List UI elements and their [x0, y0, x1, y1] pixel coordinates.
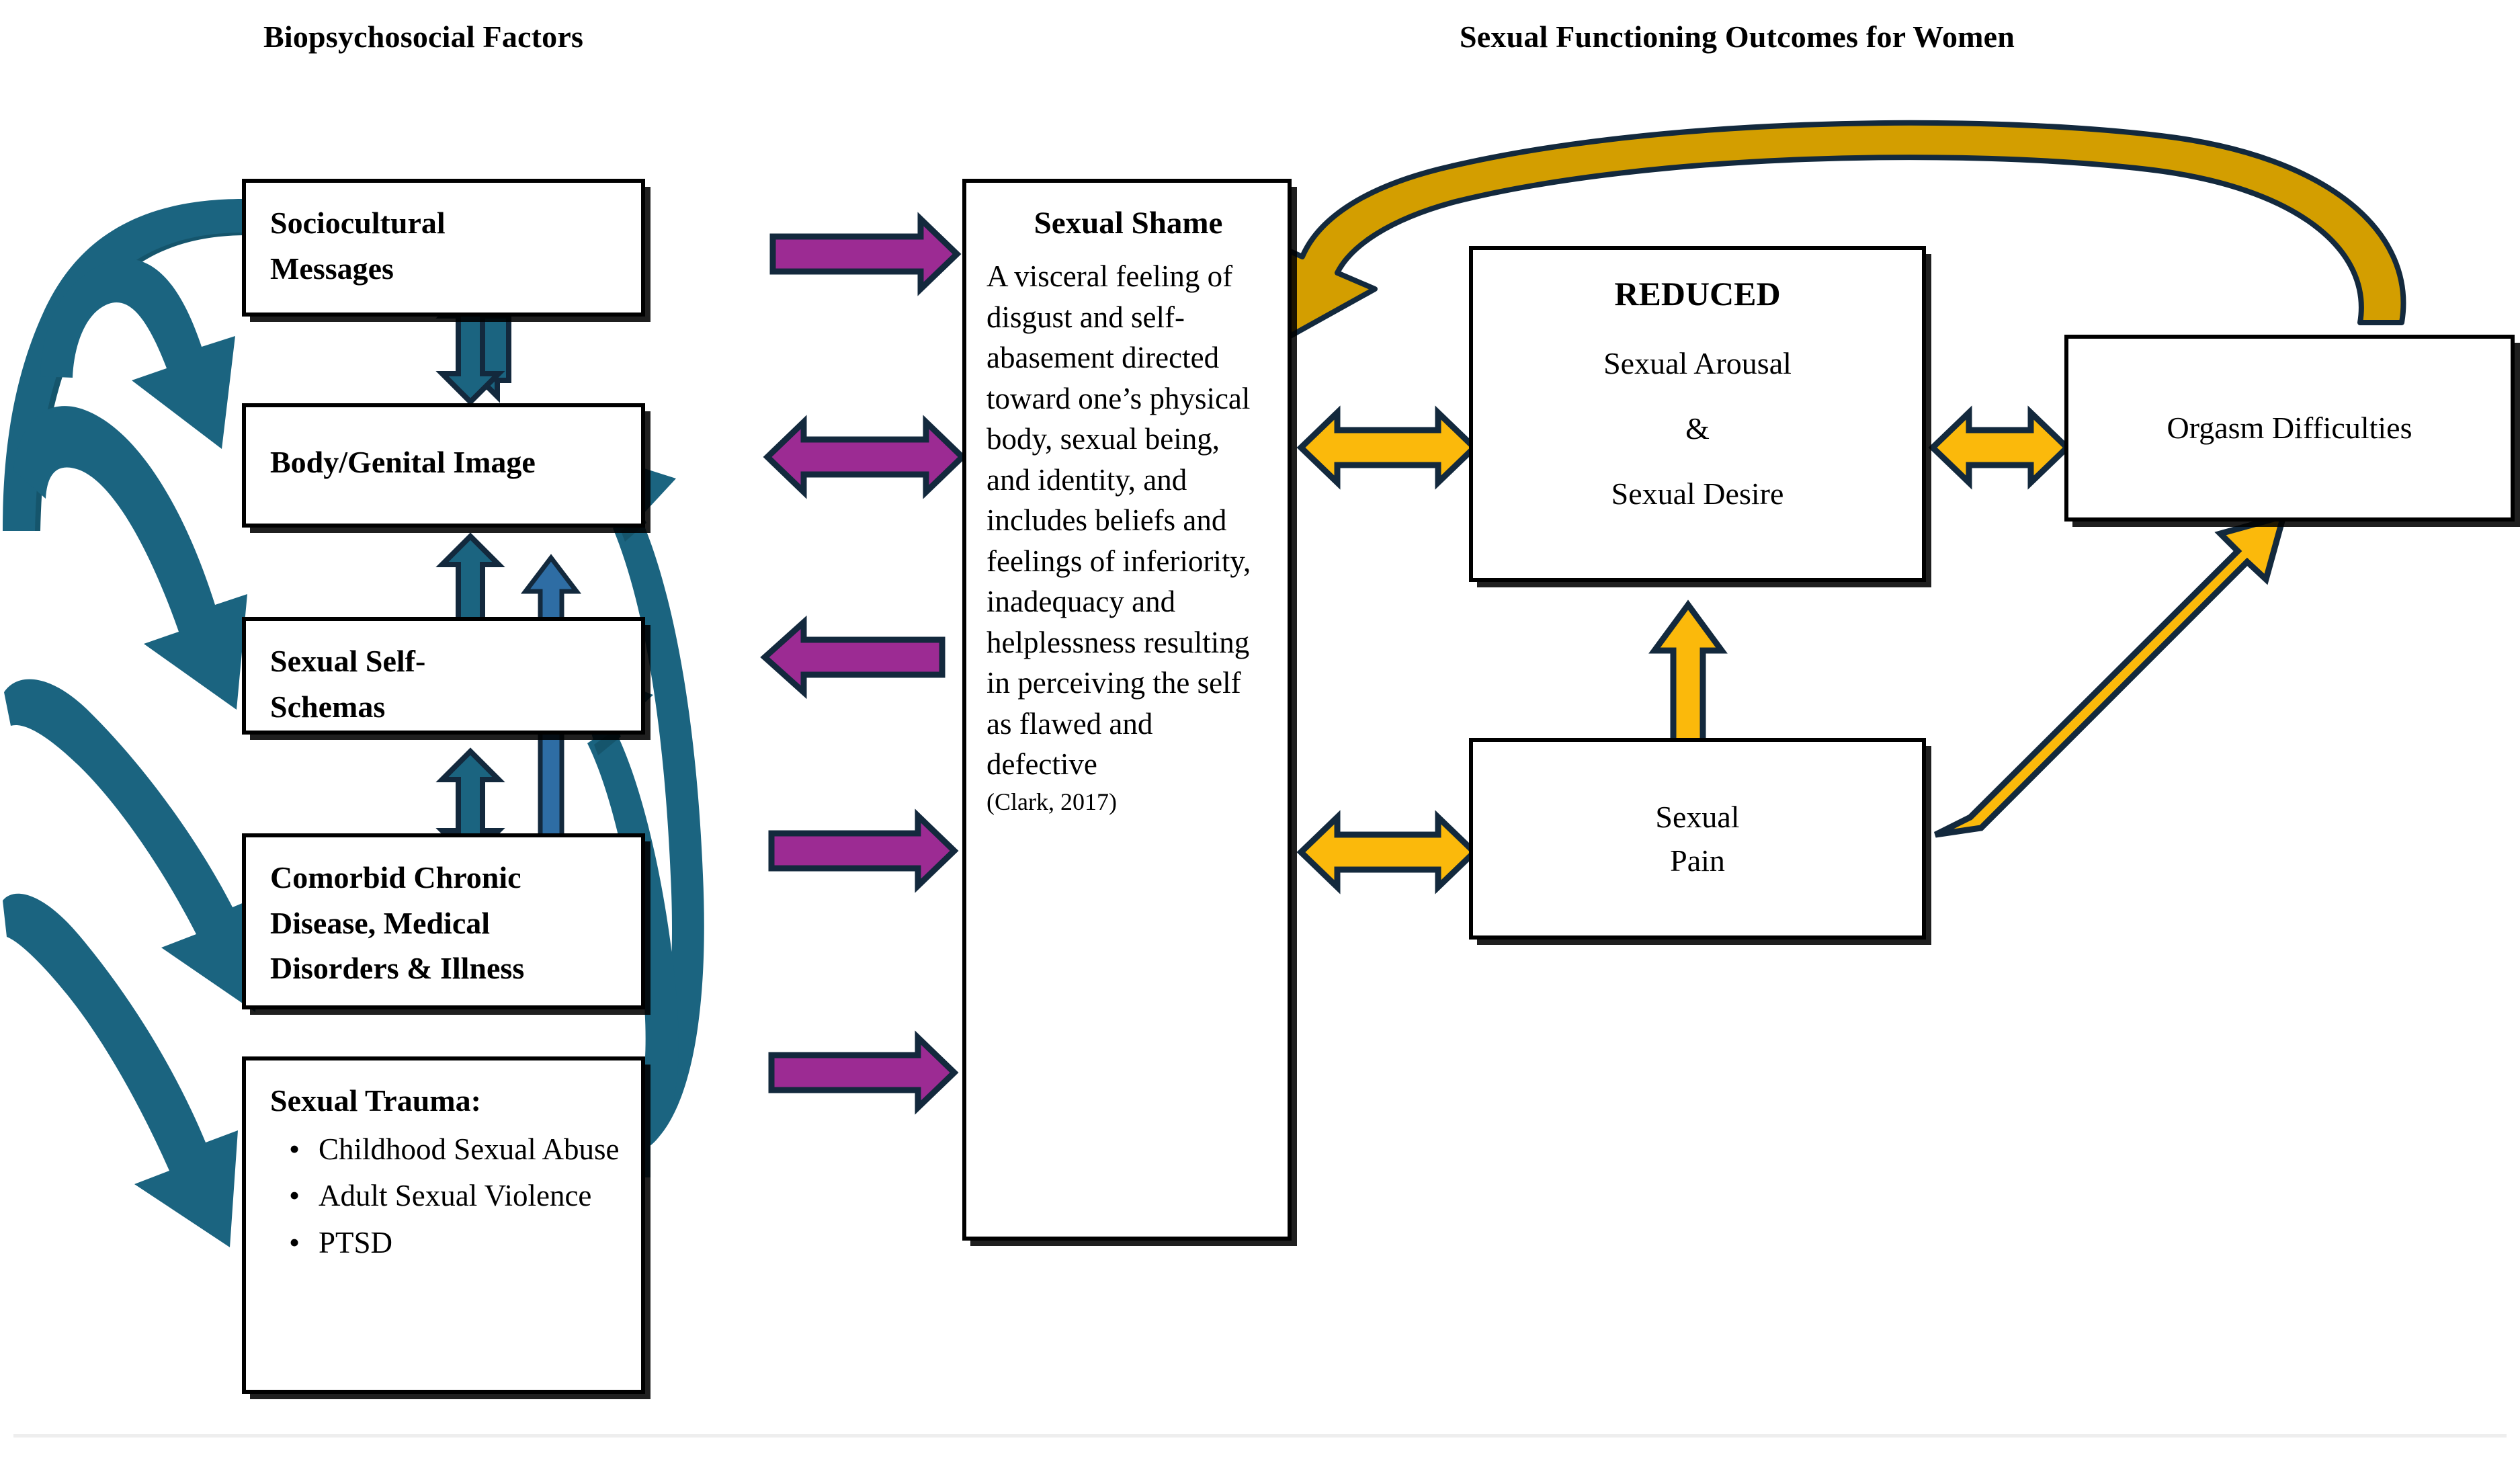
- sexual-shame-definition: A visceral feeling of disgust and self-a…: [986, 259, 1251, 782]
- reduced-heading: REDUCED: [1614, 275, 1781, 313]
- yellow-reduced-orgasm: [1928, 405, 2072, 490]
- purple-shame-to-selfschemas: [760, 615, 946, 700]
- purple-comorbid-to-shame: [768, 808, 959, 893]
- reduced-line-desire: Sexual Desire: [1611, 476, 1784, 511]
- page-divider: [13, 1434, 2507, 1438]
- box-body-image-label: Body/Genital Image: [270, 444, 536, 479]
- reduced-line-arousal: Sexual Arousal: [1603, 346, 1792, 380]
- yellow-shame-pain: [1296, 810, 1479, 894]
- list-item: Childhood Sexual Abuse: [289, 1126, 619, 1172]
- sexual-pain-line1: Sexual: [1655, 799, 1740, 834]
- list-item: PTSD: [289, 1220, 620, 1265]
- purple-bodyimage-shame: [763, 415, 967, 499]
- box-sociocultural-line1: Sociocultural: [270, 206, 446, 240]
- sexual-pain-line2: Pain: [1670, 843, 1725, 878]
- right-column-title: Sexual Functioning Outcomes for Women: [1460, 19, 2015, 54]
- box-sexual-pain[interactable]: Sexual Pain: [1469, 738, 1926, 940]
- box-trauma-title: Sexual Trauma:: [270, 1083, 481, 1118]
- box-comorbid-line2: Disease, Medical: [270, 905, 491, 940]
- sexual-shame-citation: (Clark, 2017): [986, 788, 1117, 815]
- teal-arc-sociocultural-to-four-boxes: [3, 199, 265, 1247]
- box-sexual-trauma[interactable]: Sexual Trauma: Childhood Sexual Abuse Ad…: [242, 1056, 645, 1394]
- yellow-shame-reduced: [1296, 405, 1479, 490]
- box-comorbid-chronic-disease[interactable]: Comorbid Chronic Disease, Medical Disord…: [242, 833, 645, 1009]
- purple-sociocultural-to-shame: [769, 212, 962, 296]
- list-item: Adult Sexual Violence: [289, 1173, 620, 1218]
- box-body-genital-image[interactable]: Body/Genital Image: [242, 403, 645, 528]
- reduced-ampersand: &: [1685, 411, 1710, 446]
- box-comorbid-line1: Comorbid Chronic: [270, 860, 521, 894]
- trauma-bullet-list: Childhood Sexual Abuse Adult Sexual Viol…: [270, 1126, 620, 1268]
- yellow-diagonal-pain-to-orgasm: [1933, 511, 2288, 838]
- yellow-pain-to-reduced: [1648, 599, 1728, 747]
- box-sociocultural-line2: Messages: [270, 251, 394, 286]
- orgasm-difficulties-label: Orgasm Difficulties: [2167, 411, 2412, 446]
- box-sexual-shame[interactable]: Sexual Shame A visceral feeling of disgu…: [962, 179, 1292, 1241]
- box-self-schemas-line1: Sexual Self-: [270, 644, 426, 678]
- box-self-schemas-line2: Schemas: [270, 689, 386, 724]
- box-orgasm-difficulties[interactable]: Orgasm Difficulties: [2064, 335, 2515, 522]
- left-column-title: Biopsychosocial Factors: [263, 19, 584, 54]
- purple-trauma-to-shame: [768, 1030, 959, 1115]
- box-comorbid-line3: Disorders & Illness: [270, 951, 525, 986]
- box-sociocultural-messages[interactable]: Sociocultural Messages: [242, 179, 645, 317]
- sexual-shame-heading: Sexual Shame: [1034, 206, 1223, 241]
- box-sexual-self-schemas[interactable]: Sexual Self- Schemas: [242, 617, 645, 735]
- box-reduced-arousal-desire[interactable]: REDUCED Sexual Arousal & Sexual Desire: [1469, 246, 1926, 582]
